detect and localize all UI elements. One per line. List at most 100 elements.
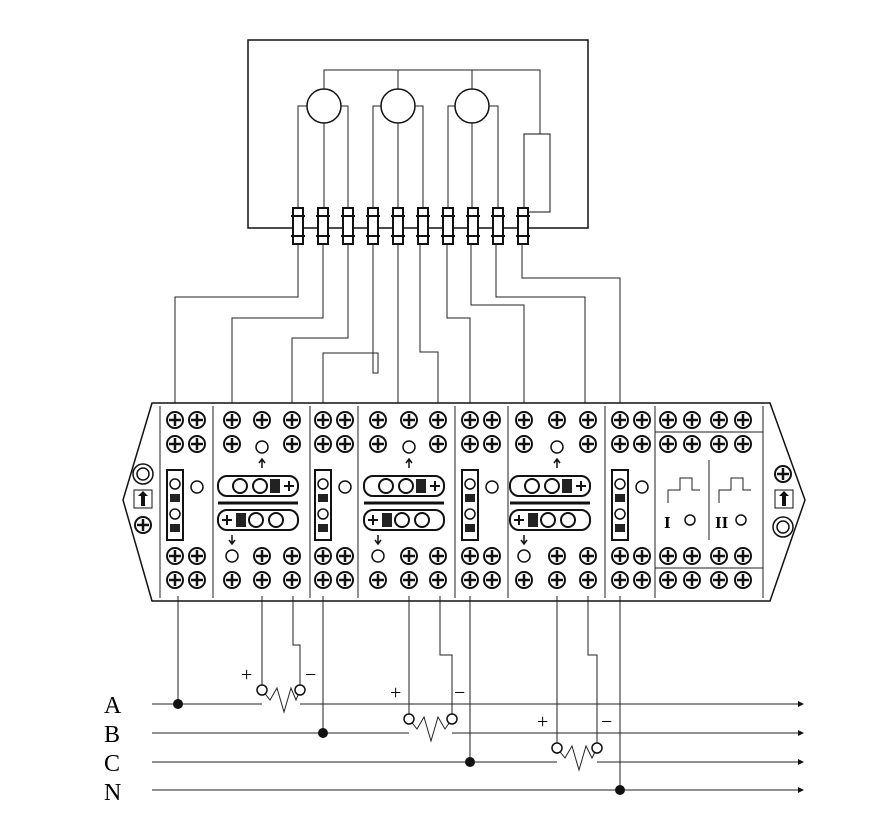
- terminal-screw-icon: [578, 434, 598, 454]
- terminal-screw-icon: [514, 434, 534, 454]
- terminal-screw-icon: [282, 546, 302, 566]
- voltage-cartridge-labels: I II: [664, 477, 751, 532]
- terminal-screw-icon: [165, 434, 185, 454]
- meter-terminal: [316, 207, 330, 245]
- junction-dot: [615, 785, 625, 795]
- ct-shorting-bar: [217, 475, 299, 497]
- phase-label-n: N: [104, 780, 121, 806]
- terminal-screw-icon: [482, 570, 502, 590]
- box-to-line-wiring: [177, 596, 621, 790]
- cartridge-label-1: I: [664, 513, 671, 532]
- terminal-screw-icon: [222, 434, 242, 454]
- terminal-screw-icon: [399, 546, 419, 566]
- ct-minus-label: −: [601, 711, 612, 733]
- terminal-screw-icon: [658, 546, 678, 566]
- terminal-screw-icon: [733, 546, 753, 566]
- arrow-right-icon: [798, 730, 804, 736]
- terminal-screw-icon: [335, 410, 355, 430]
- arrow-right-icon: [798, 701, 804, 707]
- phase-label-a: A: [104, 693, 122, 719]
- terminal-screw-icon: [610, 434, 630, 454]
- meter-terminal: [341, 207, 355, 245]
- terminal-screw-icon: [428, 570, 448, 590]
- meter-element-2: [372, 70, 424, 212]
- meter-terminal: [416, 207, 430, 245]
- terminal-screw-icon: [482, 410, 502, 430]
- ct-minus-label: −: [305, 664, 316, 686]
- terminal-screw-icon: [682, 546, 702, 566]
- terminal-screw-icon: [399, 410, 419, 430]
- arrow-right-icon: [798, 759, 804, 765]
- ct-plus-label: +: [241, 664, 252, 686]
- arrow-up-icon: [405, 457, 413, 468]
- junction-dot: [465, 757, 475, 767]
- current-transformers: + − + − + −: [241, 664, 612, 772]
- junction-dot: [318, 728, 328, 738]
- arrow-down-icon: [520, 535, 528, 546]
- terminal-screw-icon: [313, 570, 333, 590]
- terminal-screw-icon: [658, 434, 678, 454]
- terminal-screw-icon: [368, 434, 388, 454]
- left-mounting-ear: [132, 463, 154, 535]
- meter-terminal: [391, 207, 405, 245]
- terminal-screw-icon: [709, 410, 729, 430]
- test-hole-icon: [550, 440, 564, 454]
- test-hole-icon: [225, 549, 239, 563]
- terminal-screw-icon: [709, 434, 729, 454]
- terminal-screw-icon: [682, 570, 702, 590]
- cartridge-label-2: II: [715, 513, 729, 532]
- meter-terminal: [291, 207, 305, 245]
- line-c: C: [104, 751, 804, 777]
- meter-element-1: [297, 69, 541, 212]
- line-b: B: [104, 722, 804, 748]
- arrow-down-icon: [374, 535, 382, 546]
- voltage-link: [314, 469, 352, 541]
- ct-shorting-bar: [217, 509, 299, 531]
- ct-minus-label: −: [454, 682, 465, 704]
- terminal-screw-icon: [658, 410, 678, 430]
- terminal-screw-icon: [632, 546, 652, 566]
- ct-shorting-bar: [363, 475, 445, 497]
- terminal-screw-icon: [222, 410, 242, 430]
- terminal-screw-icon: [682, 410, 702, 430]
- terminal-screw-icon: [460, 546, 480, 566]
- terminal-screw-icon: [222, 570, 242, 590]
- test-hole-icon: [255, 440, 269, 454]
- ct-phase-a: + −: [241, 664, 316, 714]
- meter-to-box-wiring: [174, 244, 621, 408]
- terminal-screw-icon: [460, 410, 480, 430]
- terminal-screw-icon: [682, 434, 702, 454]
- terminal-screw-icon: [514, 570, 534, 590]
- terminal-screw-icon: [368, 570, 388, 590]
- terminal-screw-icon: [460, 570, 480, 590]
- terminal-screw-icon: [187, 546, 207, 566]
- ct-plus-label: +: [390, 682, 401, 704]
- meter-terminal: [366, 207, 380, 245]
- ct-coil-icon: [261, 686, 301, 714]
- terminal-screw-icon: [165, 410, 185, 430]
- arrow-down-icon: [228, 535, 236, 546]
- terminal-screw-icon: [547, 570, 567, 590]
- junction-dot: [173, 699, 183, 709]
- ct-phase-c: + −: [537, 711, 612, 772]
- arrow-right-icon: [798, 787, 804, 793]
- switching-parts: [166, 457, 649, 546]
- terminal-screw-icon: [252, 546, 272, 566]
- terminal-screw-icon: [368, 410, 388, 430]
- terminal-screw-icon: [187, 410, 207, 430]
- terminal-screw-icon: [632, 434, 652, 454]
- terminal-screw-icon: [482, 434, 502, 454]
- line-n: N: [104, 780, 804, 806]
- voltage-link: [166, 469, 204, 541]
- phase-label-c: C: [104, 751, 120, 777]
- terminal-screw-icon: [610, 546, 630, 566]
- terminal-screw-icon: [428, 434, 448, 454]
- ct-coil-icon: [556, 744, 598, 772]
- terminal-screw-icon: [610, 570, 630, 590]
- terminal-screw-icon: [578, 570, 598, 590]
- terminal-screw-icon: [709, 546, 729, 566]
- terminal-screw-icon: [709, 570, 729, 590]
- meter-terminal: [516, 207, 530, 245]
- terminal-screw-icon: [632, 570, 652, 590]
